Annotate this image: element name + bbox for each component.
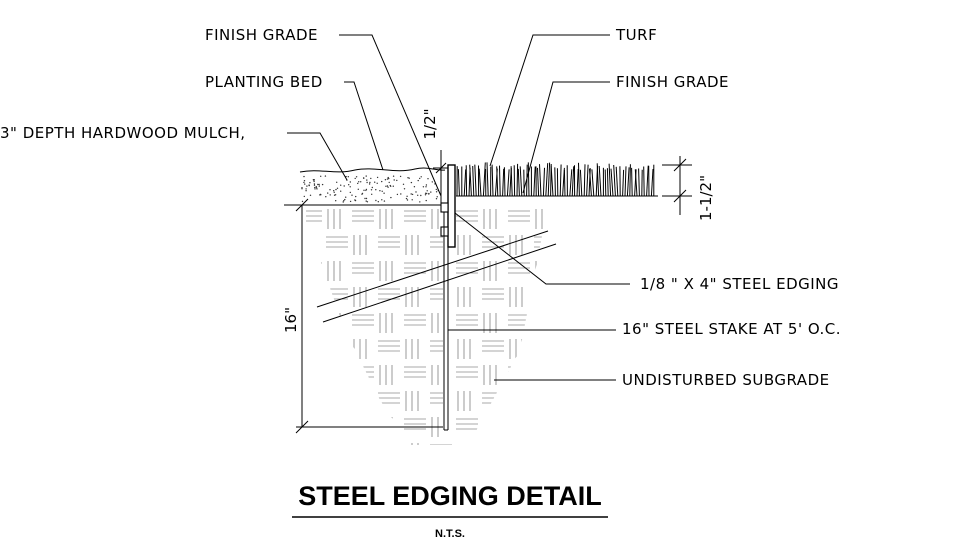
leader-finish-grade-right	[522, 81, 610, 194]
half-inch-label: 1/2"	[421, 108, 439, 139]
diagonal-break-lines	[316, 230, 557, 323]
detail-title: STEEL EDGING DETAIL	[298, 481, 602, 511]
stake-depth-dimension	[295, 198, 443, 434]
steel-stake	[443, 212, 449, 431]
label-finish-grade-right: FINISH GRADE	[616, 73, 729, 91]
stake-depth-label: 16"	[282, 307, 300, 333]
label-turf: TURF	[615, 26, 657, 44]
turf-blades	[456, 162, 655, 197]
label-mulch: 3" DEPTH HARDWOOD MULCH,	[0, 124, 246, 142]
scale-note: N.T.S.	[435, 528, 465, 540]
label-steel-edging: 1/8 " X 4" STEEL EDGING	[640, 275, 839, 293]
leader-finish-grade-left	[339, 34, 442, 197]
mulch-layer	[299, 167, 446, 203]
label-finish-grade-left: FINISH GRADE	[205, 26, 318, 44]
leader-planting-bed	[344, 81, 384, 171]
label-planting-bed: PLANTING BED	[205, 73, 323, 91]
leader-turf	[489, 34, 610, 167]
leader-steel-edging	[454, 212, 630, 285]
label-steel-stake: 16" STEEL STAKE AT 5' O.C.	[622, 320, 841, 338]
subgrade-hatch	[306, 209, 575, 445]
label-subgrade: UNDISTURBED SUBGRADE	[622, 371, 830, 389]
half-inch-dimension	[433, 150, 448, 205]
turf-dimension-label: 1-1/2"	[697, 175, 715, 221]
turf-dimension	[662, 156, 692, 215]
leader-mulch	[287, 132, 348, 181]
